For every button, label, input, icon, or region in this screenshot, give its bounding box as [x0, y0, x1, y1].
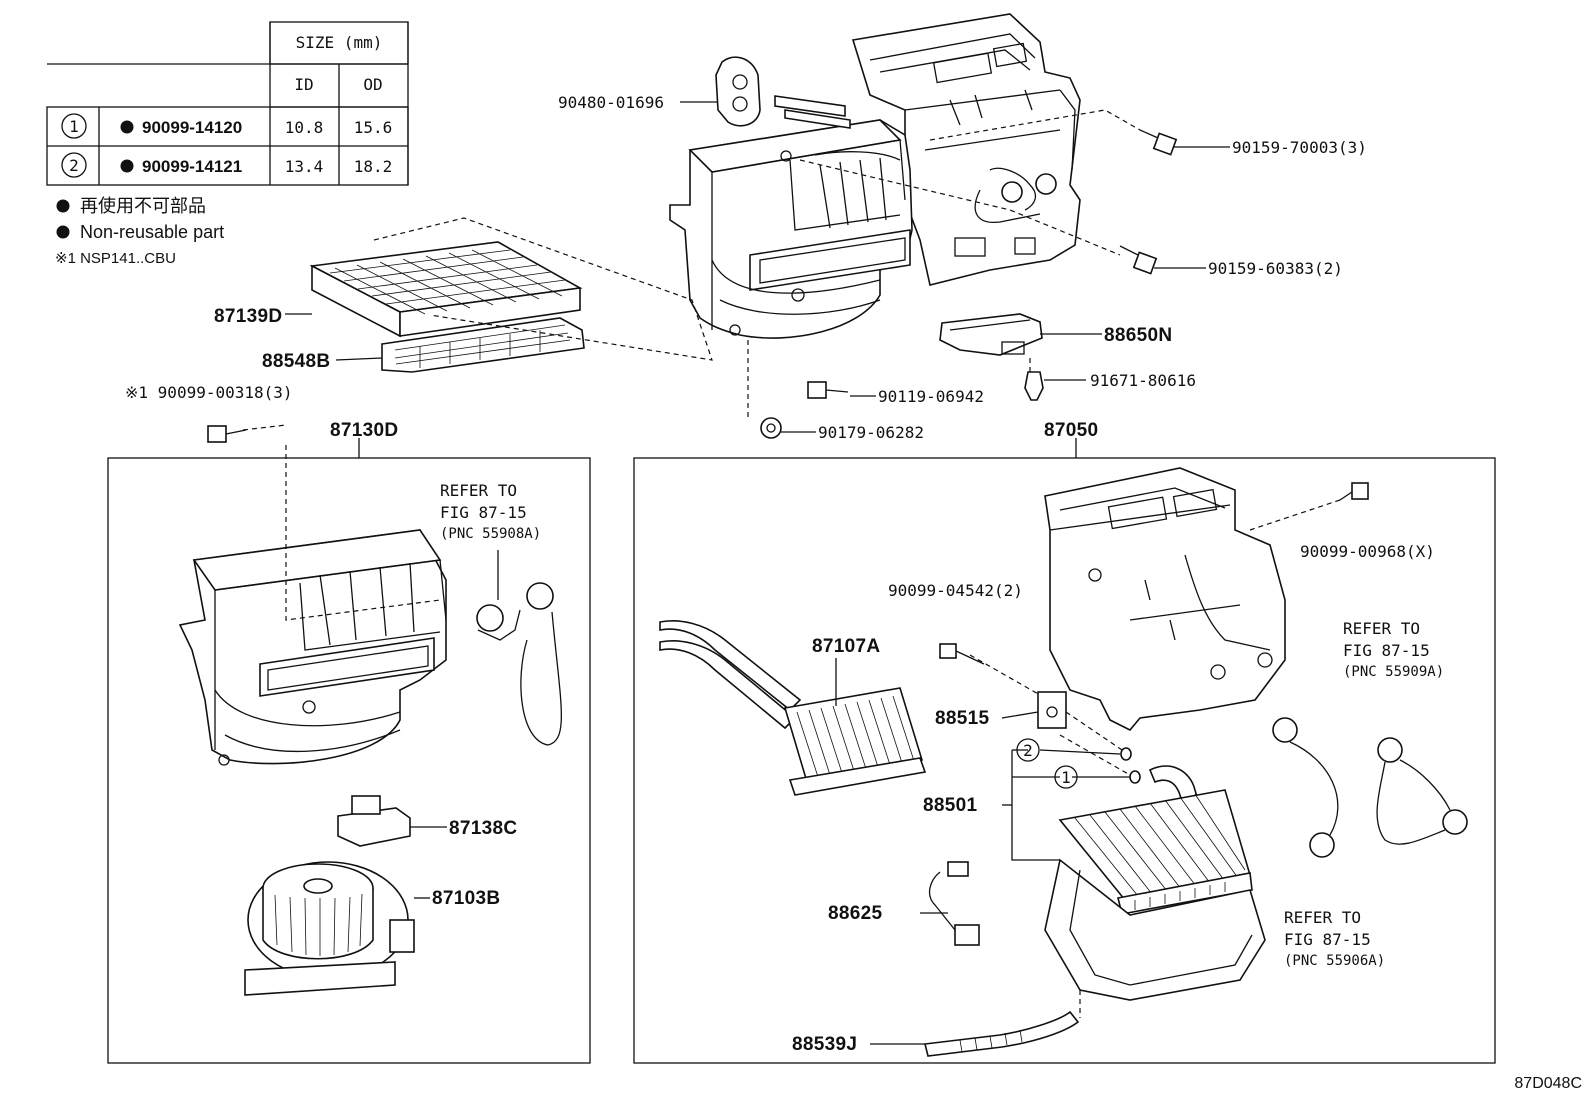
label-88515[interactable]: 88515 — [935, 708, 989, 729]
non-reusable-dot-icon — [120, 120, 134, 134]
marker-circle-2 — [1016, 738, 1040, 762]
row1-od: 15.6 — [354, 118, 393, 137]
label-90099-00318[interactable]: ※1 90099-00318(3) — [125, 383, 293, 402]
control-module-part — [939, 313, 1043, 356]
label-88625[interactable]: 88625 — [828, 903, 882, 924]
bolt-icon — [939, 643, 985, 665]
screw-icon — [807, 381, 849, 399]
label-87103B[interactable]: 87103B — [432, 888, 500, 909]
screw-icon — [1339, 482, 1369, 501]
non-reusable-dot-icon — [120, 159, 134, 173]
refer-c-line3: (PNC 55906A) — [1284, 953, 1385, 969]
label-87107A[interactable]: 87107A — [812, 636, 880, 657]
clip-icon — [1024, 371, 1044, 401]
row1-marker: 1 — [69, 117, 79, 136]
non-reusable-dot-icon — [56, 225, 70, 239]
hvac-unit-illustration — [669, 13, 1081, 339]
diagram-marker-2: 2 — [1023, 741, 1033, 760]
air-filter-part — [309, 241, 583, 338]
resistor-part — [337, 795, 411, 847]
expansion-valve-part — [1037, 691, 1067, 729]
figure-code: 87D048C — [1514, 1075, 1582, 1092]
heater-core-part — [659, 620, 927, 796]
label-90179-06282[interactable]: 90179-06282 — [818, 423, 924, 442]
refer-c-line1: REFER TO — [1284, 908, 1361, 927]
refer-note-55908A[interactable]: REFER TO FIG 87-15 (PNC 55908A) — [440, 481, 541, 542]
refer-note-55906A[interactable]: REFER TO FIG 87-15 (PNC 55906A) — [1284, 908, 1385, 969]
row2-od: 18.2 — [354, 157, 393, 176]
wire-harness-part — [1272, 717, 1468, 858]
label-90159-70003[interactable]: 90159-70003(3) — [1232, 138, 1367, 157]
label-90099-00968[interactable]: 90099-00968(X) — [1300, 542, 1435, 561]
size-table: SIZE (mm) ID OD 1 90099-14120 10.8 15.6 … — [46, 21, 409, 186]
refer-b-line1: REFER TO — [1343, 619, 1420, 638]
refer-b-line3: (PNC 55909A) — [1343, 664, 1444, 680]
screw-icon — [207, 425, 247, 443]
row2-part-number[interactable]: 90099-14121 — [142, 157, 242, 176]
screw-icon — [1119, 245, 1158, 275]
label-90119-06942[interactable]: 90119-06942 — [878, 387, 984, 406]
legend-non-reusable-jp: 再使用不可部品 — [80, 196, 206, 216]
od-column-header: OD — [363, 75, 382, 94]
diagram-marker-1: 1 — [1061, 768, 1071, 787]
refer-a-line1: REFER TO — [440, 481, 517, 500]
label-91671-80616[interactable]: 91671-80616 — [1090, 371, 1196, 390]
label-87138C[interactable]: 87138C — [449, 818, 517, 839]
evaporator-part — [1058, 765, 1253, 915]
pipe-stub — [774, 95, 846, 117]
label-88548B[interactable]: 88548B — [262, 351, 330, 372]
non-reusable-dot-icon — [56, 199, 70, 213]
o-ring-1 — [1129, 770, 1141, 784]
legend-note-1: ※1 NSP141..CBU — [55, 250, 176, 267]
label-88539J[interactable]: 88539J — [792, 1034, 857, 1055]
label-88501[interactable]: 88501 — [923, 795, 977, 816]
label-90159-60383[interactable]: 90159-60383(2) — [1208, 259, 1343, 278]
refer-note-55909A[interactable]: REFER TO FIG 87-15 (PNC 55909A) — [1343, 619, 1444, 680]
screw-icon — [1139, 129, 1178, 156]
label-88650N[interactable]: 88650N — [1104, 325, 1172, 346]
assembly-box-87130D — [107, 457, 591, 1064]
refer-c-line2: FIG 87-15 — [1284, 930, 1371, 949]
id-column-header: ID — [294, 75, 313, 94]
blower-housing-part — [178, 529, 447, 766]
legend-non-reusable-en: Non-reusable part — [80, 222, 224, 242]
label-90480-01696[interactable]: 90480-01696 — [558, 93, 664, 112]
pipe-stub — [784, 109, 851, 129]
label-87050[interactable]: 87050 — [1044, 420, 1098, 441]
size-header: SIZE (mm) — [296, 33, 383, 52]
guide-lines — [242, 109, 1341, 1018]
label-87130D[interactable]: 87130D — [330, 420, 398, 441]
nut-icon — [760, 417, 782, 439]
legend: 再使用不可部品 Non-reusable part ※1 NSP141..CBU — [55, 196, 224, 267]
marker-circle-1 — [61, 113, 87, 139]
label-90099-04542[interactable]: 90099-04542(2) — [888, 581, 1023, 600]
lower-case-part — [1044, 858, 1266, 1001]
wire-harness-part — [476, 582, 563, 746]
row2-marker: 2 — [69, 156, 79, 175]
o-ring-2 — [1120, 747, 1132, 761]
marker-circle-2 — [61, 152, 87, 178]
refer-a-line2: FIG 87-15 — [440, 503, 527, 522]
refer-a-line3: (PNC 55908A) — [440, 526, 541, 542]
row2-id: 13.4 — [285, 157, 324, 176]
leader-lines — [285, 101, 1230, 1045]
hvac-case-part — [1044, 467, 1286, 731]
grommet-part — [715, 56, 761, 127]
row1-id: 10.8 — [285, 118, 324, 137]
assembly-box-87050 — [633, 457, 1496, 1064]
label-87139D[interactable]: 87139D — [214, 306, 282, 327]
thermistor-part — [928, 861, 980, 946]
refer-b-line2: FIG 87-15 — [1343, 641, 1430, 660]
row1-part-number[interactable]: 90099-14120 — [142, 118, 242, 137]
marker-circle-1 — [1054, 765, 1078, 789]
drain-hose-part — [924, 1010, 1080, 1057]
blower-motor-part — [244, 861, 415, 996]
